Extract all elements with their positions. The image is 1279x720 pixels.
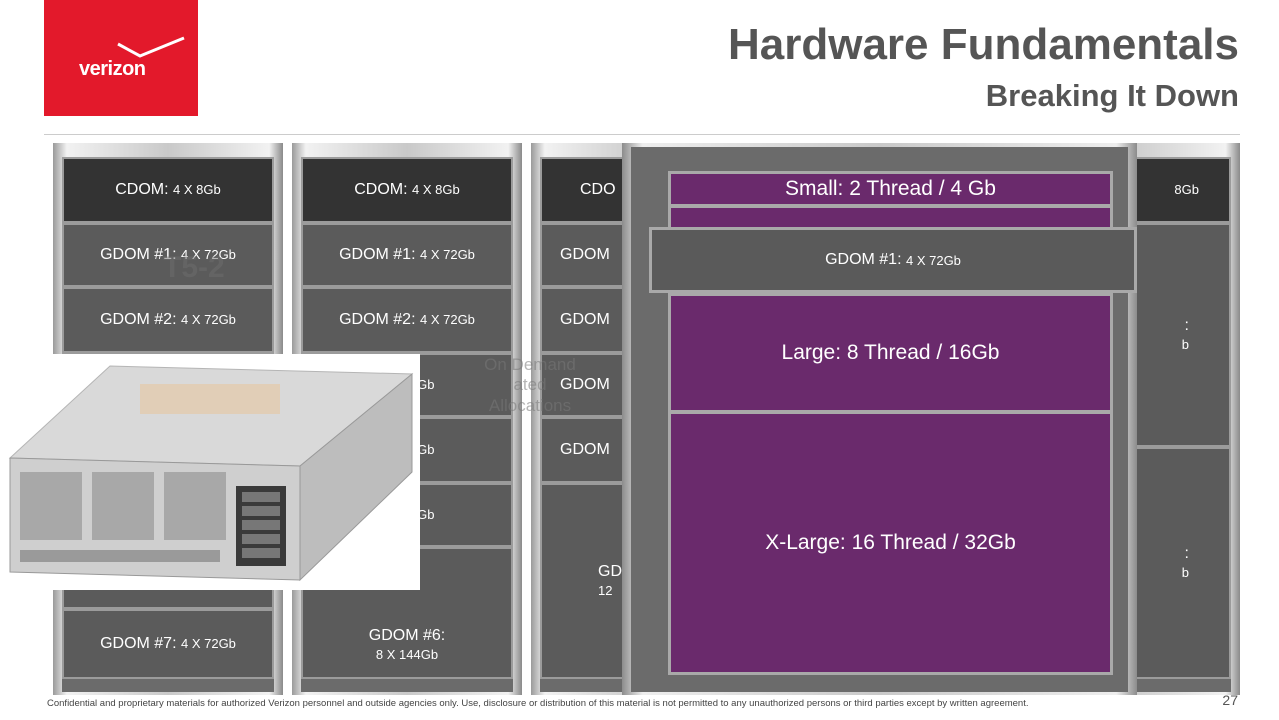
page-subtitle: Breaking It Down (985, 78, 1239, 113)
checkmark-icon (117, 36, 185, 58)
gdom-cell: GDOM #2: 4 X 72Gb (62, 287, 274, 353)
verizon-logo: verizon (44, 0, 198, 116)
gdom-band: GDOM #1: 4 X 72Gb (649, 227, 1137, 293)
gdom-cell: GDOM #2: 4 X 72Gb (301, 287, 513, 353)
ghost-model-text: T5-2 (163, 251, 225, 284)
size-xlarge: X-Large: 16 Thread / 32Gb (668, 411, 1113, 675)
thread-size-overlay: Small: 2 Thread / 4 Gb Large: 8 Thread /… (622, 143, 1137, 695)
cdom-cell: CDOM: 4 X 8Gb (62, 157, 274, 223)
server-hardware-icon (8, 365, 414, 582)
server-image (0, 354, 420, 590)
page-number: 27 (1222, 692, 1238, 708)
page-title: Hardware Fundamentals (727, 20, 1239, 69)
footer-disclaimer: Confidential and proprietary materials f… (47, 698, 1029, 709)
header-divider (44, 134, 1240, 135)
gdom-cell: GDOM #7: 4 X 72Gb (62, 609, 274, 679)
logo-wordmark: verizon (79, 58, 146, 80)
size-large: Large: 8 Thread / 16Gb (668, 293, 1113, 413)
gdom-cell: GDOM #1: 4 X 72Gb (301, 223, 513, 287)
gdom-cell: GDOM #1: 4 X 72Gb (62, 223, 274, 287)
ghost-text: On Demand ated Allocations (484, 355, 576, 415)
cdom-cell: CDOM: 4 X 8Gb (301, 157, 513, 223)
size-small: Small: 2 Thread / 4 Gb (668, 171, 1113, 207)
